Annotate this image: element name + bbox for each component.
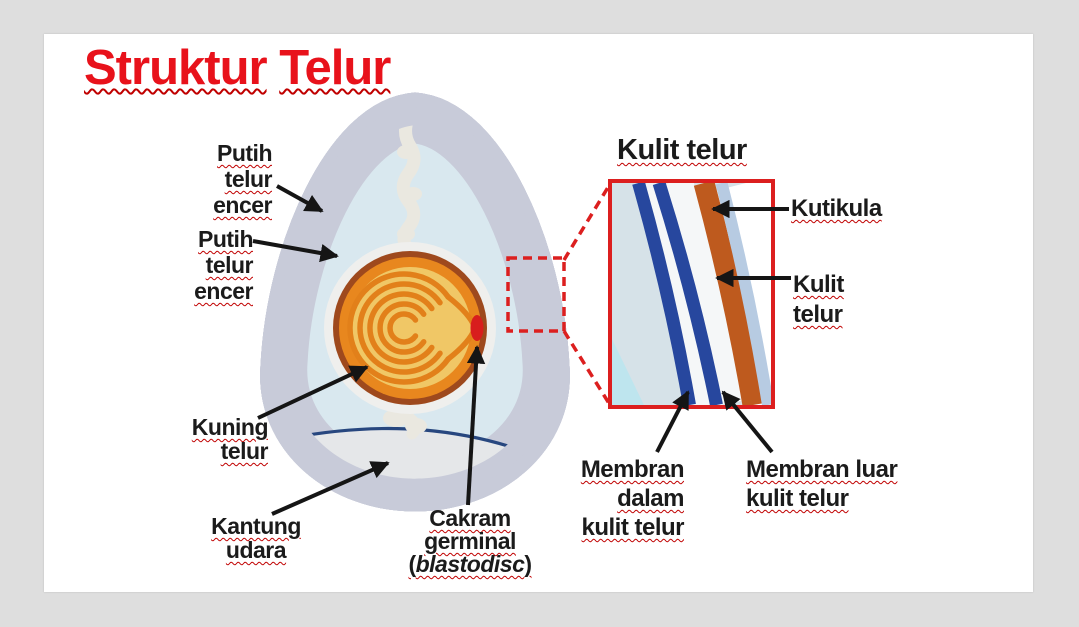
arrow-putih-encer-1 [276, 184, 324, 213]
egg-diagram-graphics [252, 92, 791, 516]
label-cakram-germinal: Cakram germinal (blastodisc) [408, 505, 532, 577]
inset-inner-albumen-wedge [612, 339, 644, 405]
annotation-arrows [252, 184, 791, 516]
yolk-rings [347, 271, 478, 385]
page-title: Struktur Telur [84, 41, 391, 95]
label-putih-telur-encer-2: Putih telur encer [194, 226, 253, 304]
label-membran-luar: Membran luar kulit telur [746, 456, 898, 512]
arrow-putih-encer-2 [252, 239, 339, 263]
yolk [324, 242, 496, 414]
air-sac [289, 428, 541, 479]
inset-inner-membrane-stripe [632, 183, 696, 405]
label-kutikula: Kutikula [791, 195, 882, 222]
arrow-kuning-telur [257, 365, 369, 420]
label-membran-dalam: Membran dalam kulit telur [580, 456, 685, 541]
inset-outer-membrane-stripe [652, 183, 723, 405]
zoom-connector-top [562, 183, 612, 261]
zoom-region-rectangle [506, 256, 566, 333]
blastodisc [470, 315, 484, 341]
arrow-membran-dalam [655, 390, 690, 453]
egg [270, 92, 556, 512]
label-kulit-telur: Kulit telur [793, 271, 844, 328]
inset-border [608, 179, 775, 409]
arrow-membran-luar [721, 390, 774, 454]
inset-title: Kulit telur [617, 134, 747, 166]
shell-inset-panel [608, 179, 775, 409]
arrow-cakram-germinal [466, 345, 486, 506]
label-kuning-telur: Kuning telur [191, 414, 269, 464]
label-putih-telur-encer-1: Putih telur encer [213, 140, 272, 218]
zoom-connector-bottom [562, 330, 612, 406]
arrow-kantung-udara [271, 461, 390, 516]
slide: Struktur Telur Putih telur encer Putih t… [44, 34, 1033, 592]
label-kantung-udara: Kantung udara [211, 513, 301, 563]
